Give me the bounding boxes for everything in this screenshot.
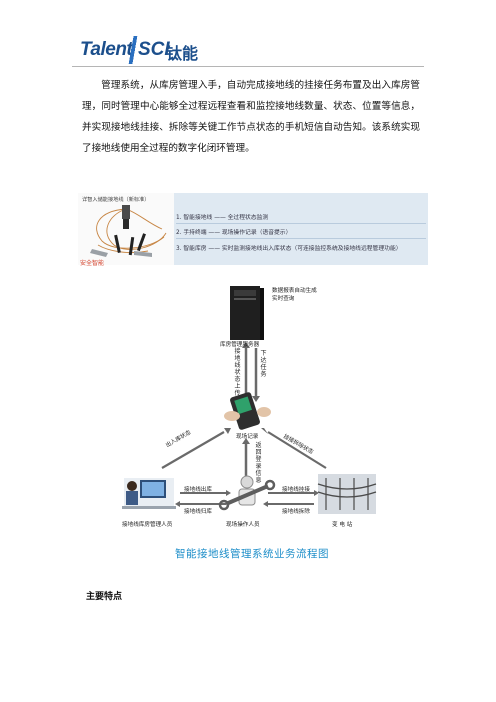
product-banner: 详智入储能接地线（新标准） 安全智能 1. 智能接地线 —— 全过程状态监测 2… [78,193,428,267]
substation-icon [317,474,377,514]
feature-handheld: 2. 手持终端 —— 现场操作记录（语音提示） [176,230,292,236]
logo-talent-text: Talent [80,39,133,60]
logo-chinese-text: 钛能 [166,44,199,63]
grounding-wire-panel: 详智入储能接地线（新标准） 安全智能 [78,193,174,267]
substation-label: 变 电 站 [332,522,353,528]
admin-label: 接地线库房管理人员 [122,522,173,528]
logo-slash-mark [126,36,140,64]
grounding-wire-illustration [90,205,167,257]
company-logo: Talent SCI 钛能 [80,36,200,66]
handheld-label: 现场记录 [236,434,259,440]
remove-label: 接地线拆除 [282,509,310,515]
section-heading: 主要特点 [86,592,123,602]
business-flowchart: 数据报表自动生成 实时查询 库房管理服务器 接地线状态上传 下达任务 现场记录 … [118,282,380,532]
warehouse-in-label: 接地线归库 [184,509,212,515]
feature-smart-wire: 1. 智能接地线 —— 全过程状态监测 [176,215,269,221]
feature-divider [176,223,426,224]
handheld-terminal-icon [224,392,271,430]
downlink-label: 下达任务 [260,350,267,378]
panel-title: 详智入储能接地线（新标准） [82,197,150,203]
return-log-label: 返回登录信息 [255,442,262,484]
flowchart-graphics [122,286,377,514]
header-divider [72,66,424,67]
report-label-line2: 实时查询 [272,296,295,302]
flowchart-caption: 智能接地线管理系统业务流程图 [175,548,329,560]
hang-label: 接地线挂接 [282,487,310,493]
intro-paragraph: 管理系统，从库房管理入手，自动完成接地线的挂接任务布置及出入库房管理，同时管理中… [82,80,420,154]
feature-smart-warehouse: 3. 智能库房 —— 实时监测接地线出入库状态（可连接监控系统及接地线远程管理功… [176,246,402,252]
operator-label: 现场操作人员 [226,522,260,528]
report-label-line1: 数据报表自动生成 [272,288,317,294]
uplink-label: 接地线状态上传 [234,348,241,397]
logo-sci-text: SCI [138,39,170,60]
admin-workstation-icon [122,478,176,509]
operator-wrench-icon [218,475,276,511]
server-icon [230,286,264,340]
server-label: 库房管理服务器 [220,342,260,348]
brand-label: 安全智能 [80,260,105,267]
feature-divider [176,238,426,239]
warehouse-out-label: 接地线出库 [184,487,212,493]
